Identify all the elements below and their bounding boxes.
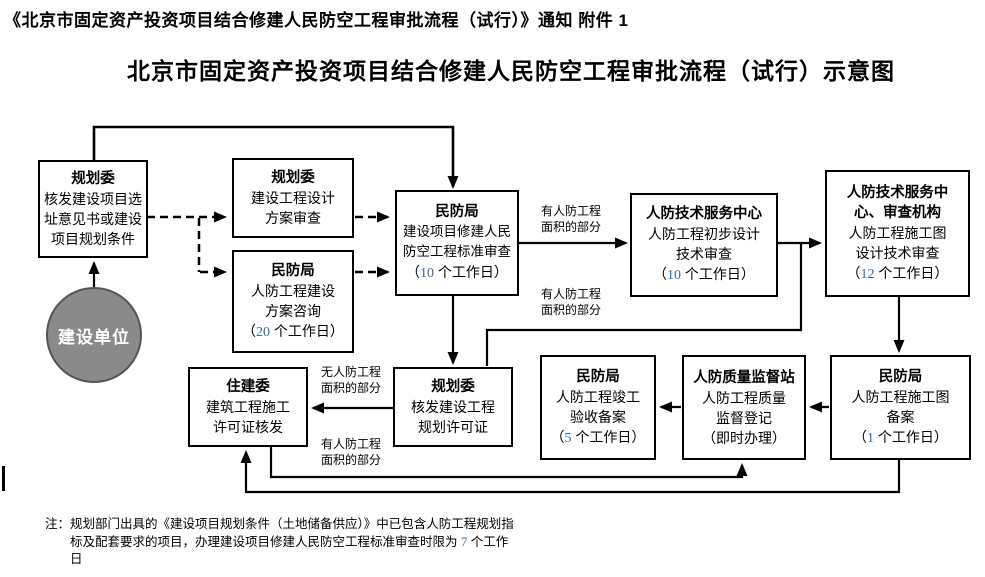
connector-drawing-record-to-construction-permit [240, 450, 901, 494]
node-body: 人防工程竣工 验收备案 [556, 388, 640, 425]
node-body: 核发建设项目选 址意见书或建设 项目规划条件 [44, 191, 142, 247]
node-civil-defense-drawing-record: 民防局 人防工程施工图 备案 （1 个工作日） [830, 355, 971, 460]
node-body: 人防工程建设 方案咨询 [251, 282, 335, 319]
node-civil-defense-consult: 民防局 人防工程建设 方案咨询 （20 个工作日） [232, 250, 354, 353]
node-title: 民防局 [576, 368, 620, 385]
node-body: 人防工程质量 监督登记 （即时办理） [702, 389, 786, 446]
node-duration: （5 个工作日） [550, 428, 646, 446]
footnote-prefix: 注： [45, 517, 71, 531]
edge-label-without-area: 无人防工程 面积的部分 [321, 365, 382, 395]
edge-label-with-area-bottom: 有人防工程 面积的部分 [321, 437, 382, 467]
node-civil-defense-standard-review: 民防局 建设项目修建人民 防空工程标准审查 （10 个工作日） [395, 190, 519, 296]
node-title: 人防技术服务中心 [646, 206, 762, 222]
node-tech-service-center-preliminary: 人防技术服务中心 人防工程初步设计 技术审查 （10 个工作日） [630, 193, 778, 297]
connector-construction-permit-to-quality-station [269, 447, 748, 479]
node-planning-committee-design-review: 规划委 建设工程设计 方案审查 [232, 158, 354, 238]
node-planning-committee-permit: 规划委 核发建设工程 规划许可证 [393, 367, 513, 447]
diagram-title: 北京市固定资产投资项目结合修建人民防空工程审批流程（试行）示意图 [127, 58, 895, 84]
node-title: 住建委 [226, 379, 270, 395]
node-duration: （10 个工作日） [406, 264, 508, 281]
node-duration: （1 个工作日） [853, 428, 948, 446]
node-title: 民防局 [878, 368, 923, 385]
node-body: 人防工程施工图 设计技术审查 [848, 224, 947, 261]
node-construction-unit: 建设单位 [46, 287, 142, 383]
node-body: 人防工程初步设计 技术审查 [648, 226, 760, 262]
edge-label-with-area-mid: 有人防工程 面积的部分 [541, 287, 602, 317]
node-civil-defense-completion-record: 民防局 人防工程竣工 验收备案 （5 个工作日） [540, 355, 656, 460]
node-title: 人防技术服务中 心、审查机构 [846, 184, 949, 221]
node-title: 规划委 [71, 171, 115, 187]
document-header: 《北京市固定资产投资项目结合修建人民防空工程审批流程（试行）》通知 附件 1 [4, 11, 629, 30]
node-quality-supervision-station: 人防质量监督站 人防工程质量 监督登记 （即时办理） [682, 355, 806, 460]
cursor-artifact [2, 466, 5, 491]
footnote: 注： 规划部门出具的《建设项目规划条件（土地储备供应）》中已包含人防工程规划指 … [45, 516, 590, 569]
node-body: 核发建设工程 规划许可证 [411, 399, 495, 435]
node-body: 建筑工程施工 许可证核发 [206, 399, 290, 435]
node-body: 建设工程设计 方案审查 [251, 190, 335, 226]
node-title: 规划委 [271, 170, 315, 186]
connector-permit-to-drawing-review [485, 244, 803, 366]
node-planning-committee-site: 规划委 核发建设项目选 址意见书或建设 项目规划条件 [38, 160, 148, 258]
connector-top-route-to-standard-review [92, 125, 459, 189]
node-construction-committee: 住建委 建筑工程施工 许可证核发 [188, 367, 308, 447]
node-title: 人防质量监督站 [693, 369, 795, 386]
footnote-body: 规划部门出具的《建设项目规划条件（土地储备供应）》中已包含人防工程规划指 标及配… [70, 517, 514, 566]
node-duration: （12 个工作日） [846, 264, 949, 282]
node-duration: （20 个工作日） [242, 322, 344, 340]
start-node-label: 建设单位 [58, 327, 130, 347]
node-title: 规划委 [431, 379, 475, 395]
node-duration: （10 个工作日） [653, 266, 755, 283]
node-body: 建设项目修建人民 防空工程标准审查 [403, 224, 511, 259]
edge-label-with-area-top: 有人防工程 面积的部分 [541, 204, 602, 234]
node-tech-service-center-review-org: 人防技术服务中 心、审查机构 人防工程施工图 设计技术审查 （12 个工作日） [825, 170, 970, 297]
node-title: 民防局 [271, 262, 315, 279]
node-body: 人防工程施工图 备案 [851, 388, 950, 425]
node-title: 民防局 [435, 204, 479, 220]
